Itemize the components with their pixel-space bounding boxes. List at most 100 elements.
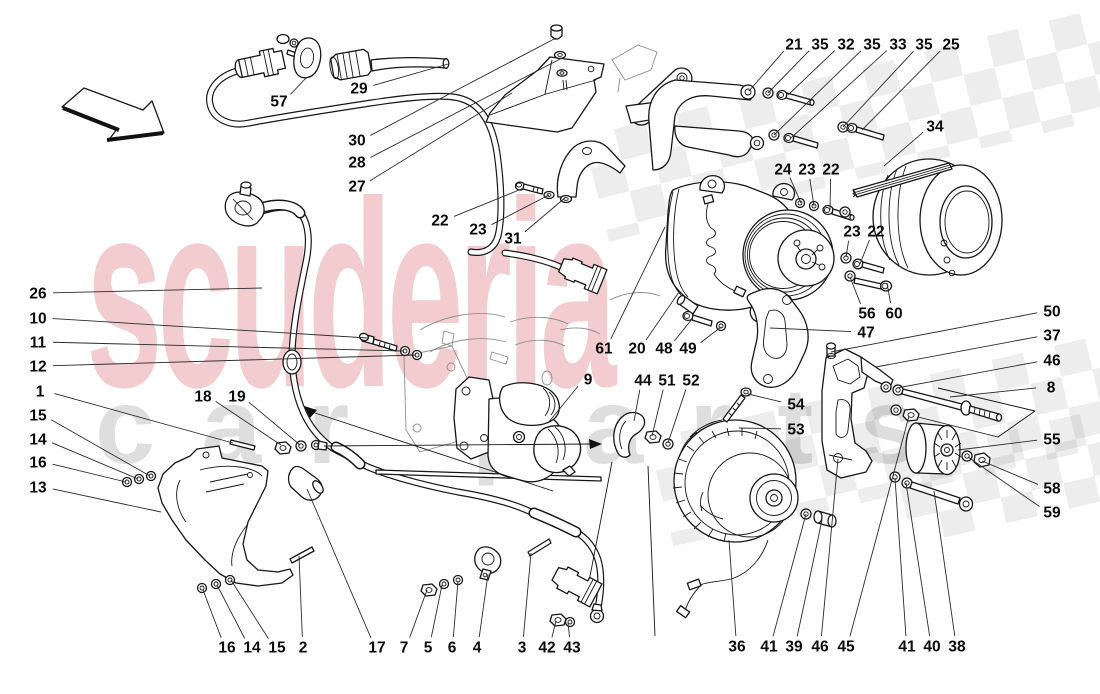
part-number-33: 33 [889,37,907,54]
leader-line-54 [747,393,782,403]
part-number-35: 35 [863,37,881,54]
part-number-54: 54 [787,397,805,414]
leader-line-35 [773,50,862,136]
part-number-1: 1 [36,384,45,401]
leader-line-9 [547,386,579,424]
leader-line-23 [491,194,550,226]
part-number-15: 15 [268,640,286,657]
part-number-12: 12 [29,359,46,376]
compressor-bracket [625,67,885,171]
leader-line-34 [883,131,924,167]
leader-line-32 [787,50,836,96]
leader-line-20 [645,291,680,341]
part-number-34: 34 [926,119,944,136]
part-number-23: 23 [469,222,487,239]
leader-line-60 [886,282,892,304]
leader-line-2 [298,555,303,638]
compressor-lower-bolts [682,310,727,332]
part-number-13: 13 [29,480,47,497]
cable-plug-connector [558,257,608,295]
leader-line-15 [230,579,269,639]
leader-line-4 [478,573,489,638]
part-number-6: 6 [448,640,457,657]
leader-line-18 [215,400,282,446]
leader-line-13 [52,488,162,513]
starter-motor [229,332,602,492]
leader-line-47 [769,327,852,333]
part-number-61: 61 [595,341,613,358]
leader-line-25 [861,50,941,131]
leader-line-23 [845,240,850,258]
leader-line-35 [842,50,914,128]
leader-line-17 [306,488,372,639]
leader-line-56 [849,276,862,305]
alternator [613,387,837,619]
leader-line-46 [896,361,1038,389]
part-number-28: 28 [348,155,366,172]
leader-line-6 [452,580,459,638]
leader-line-19 [248,401,301,446]
part-number-18: 18 [194,389,212,406]
leader-line-51 [651,389,664,437]
leader-line-50 [830,312,1038,353]
leader-line-11 [52,341,405,352]
engine-ghost-outline [403,44,661,453]
ac-compressor [664,175,893,324]
leader-line-21 [748,50,784,92]
leader-line-61 [610,226,666,340]
leader-line-27 [369,92,513,182]
part-number-38: 38 [948,639,966,656]
part-number-47: 47 [857,325,874,342]
part-number-26: 26 [29,286,47,303]
leader-line-22 [453,187,525,217]
leader-line-44 [633,389,641,422]
leader-line-8 [949,387,1037,398]
part-number-41: 41 [898,639,916,656]
leader-line-35 [767,50,810,94]
cable-connectors [234,33,450,81]
part-number-44: 44 [634,373,652,390]
leader-line-24 [789,177,802,204]
part-number-24: 24 [774,162,792,179]
part-number-56: 56 [858,306,876,323]
part-number-43: 43 [563,640,581,657]
leader-line-14 [51,442,139,480]
protection-plate [485,24,605,133]
part-number-39: 39 [785,639,803,656]
part-number-50: 50 [1043,304,1060,321]
part-number-4: 4 [473,640,482,657]
part-number-58: 58 [1043,481,1061,498]
leader-line-59 [967,456,1040,507]
cable-clamp-hardware [420,538,603,628]
leader-line-52 [667,389,687,444]
part-number-37: 37 [1043,328,1060,345]
leader-line-43 [567,622,570,638]
part-number-20: 20 [628,341,645,358]
leader-line-57 [290,76,308,95]
part-number-48: 48 [655,341,673,358]
leader-line-53 [738,427,782,430]
rear-support-bracket [746,287,809,388]
leader-line-22 [829,178,832,211]
leader-line-12 [52,354,417,367]
part-number-22: 22 [431,213,448,230]
direction-arrow [61,87,165,142]
part-number-21: 21 [785,37,803,54]
leader-line-23 [809,178,815,207]
leader-line-45 [849,415,910,637]
heat-shield [121,445,324,594]
leader-line-28 [370,57,563,158]
leader-line-41 [894,477,907,637]
part-number-59: 59 [1043,505,1061,522]
part-number-14: 14 [29,432,47,449]
part-number-23: 23 [843,224,861,241]
part-number-45: 45 [837,639,855,656]
leader-line-58 [981,460,1039,485]
battery-cable-lower [224,181,656,637]
leader-line-37 [875,336,1038,368]
part-number-7: 7 [400,640,409,657]
part-number-8: 8 [1047,380,1056,397]
part-number-10: 10 [29,311,46,328]
